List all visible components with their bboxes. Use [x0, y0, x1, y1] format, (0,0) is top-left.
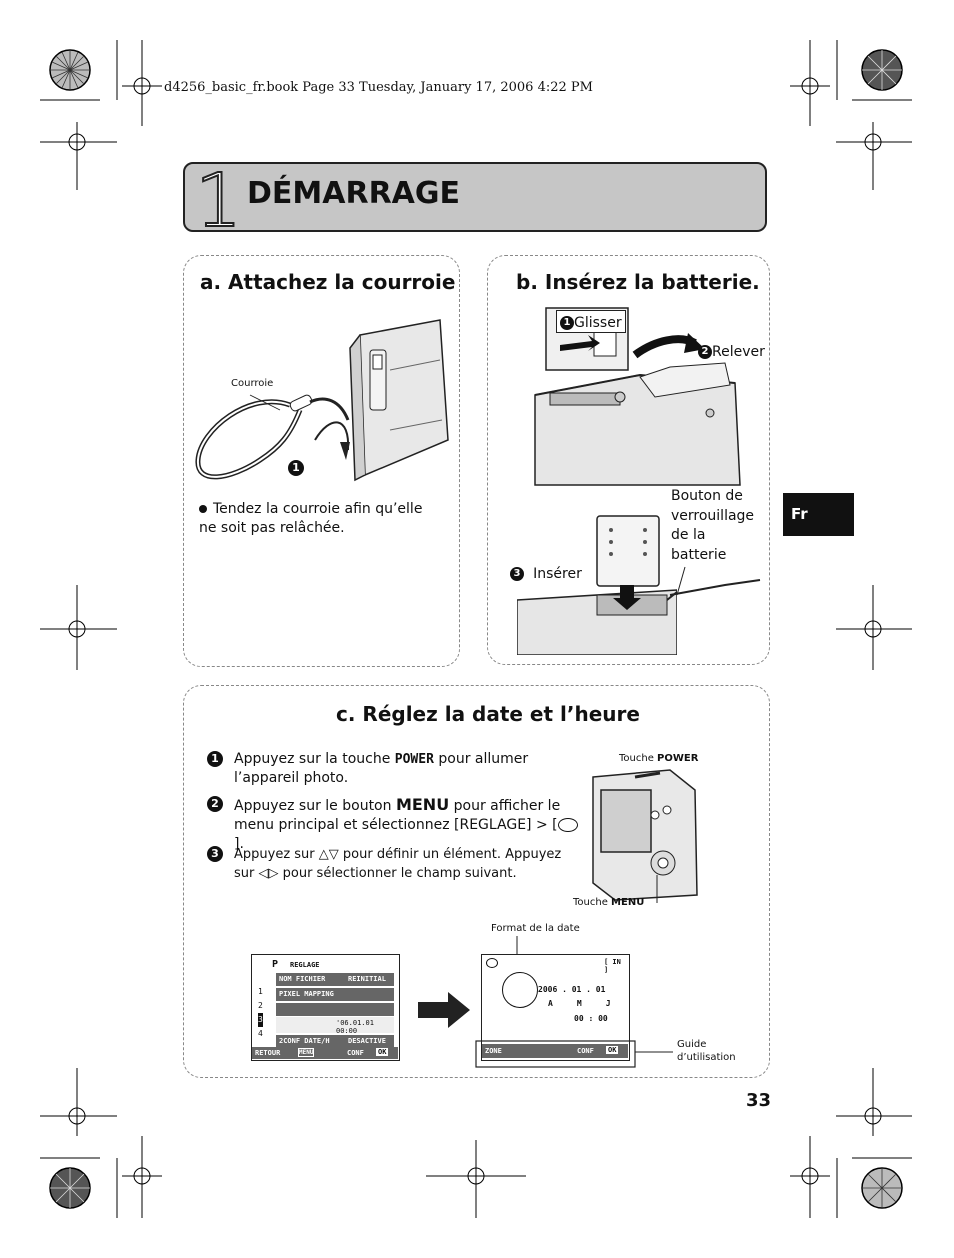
page-number: 33 [746, 1090, 772, 1111]
up-down-arrows-icon: △▽ [318, 847, 339, 862]
file-header: d4256_basic_fr.book Page 33 Tuesday, Jan… [164, 80, 593, 95]
panel-strap [183, 255, 460, 667]
date-step-1: 1 Appuyez sur la touche POWER pour allum… [207, 750, 564, 788]
panel-date-time [183, 685, 770, 1078]
menu-row-selected: '06.01.01 00:00 [276, 1017, 394, 1035]
battery-insert-illustration [517, 515, 677, 655]
strap-step-badge: 1 [288, 457, 304, 476]
panel-battery [487, 255, 770, 665]
clock-icon [486, 958, 498, 968]
menu-row [276, 1003, 394, 1016]
language-tab-label: Fr [791, 505, 808, 523]
left-right-arrows-icon: ◁▷ [258, 866, 279, 881]
clock-icon [557, 818, 578, 832]
battery-lock-label: Bouton de verrouillage de la batterie [671, 488, 755, 563]
step-inserer: 3 Insérer [510, 563, 582, 582]
lcd-date-setting: [ IN ] 2006 . 01 . 01 A M J 00 : 00 ZONE… [481, 954, 630, 1061]
starburst-mark-top-right [861, 49, 903, 91]
date-format-label: Format de la date [491, 923, 580, 934]
menu-row: PIXEL MAPPING [276, 988, 394, 1001]
camera-back-illustration [592, 769, 698, 903]
section-a-title: a. Attachez la courroie [200, 270, 456, 294]
chapter-number: 1 [194, 157, 243, 245]
language-tab: Fr [783, 493, 854, 536]
strap-bullet: Tendez la courroie afin qu’elle ne soit … [199, 501, 423, 536]
lcd-footer: ZONE CONF OK [482, 1044, 628, 1058]
chapter-title-bar: 1 DÉMARRAGE [183, 157, 767, 245]
starburst-mark-bottom-right [861, 1167, 903, 1209]
chapter-title: DÉMARRAGE [247, 176, 461, 211]
section-b-title: b. Insérez la batterie. [516, 270, 760, 294]
date-step-2: 2 Appuyez sur le bouton MENU pour affich… [207, 795, 579, 854]
strap-camera-illustration [195, 319, 449, 482]
bullet-dot-icon [199, 505, 207, 513]
dpad-icon [502, 972, 538, 1008]
lcd-footer: RETOUR MENU CONF OK [252, 1047, 398, 1059]
arrow-right-icon [418, 992, 470, 1028]
guide-label: Guide d’utilisation [677, 1039, 736, 1063]
starburst-mark-bottom-left [49, 1167, 91, 1209]
lock-pointer-line [669, 566, 761, 596]
strap-label: Courroie [231, 378, 274, 389]
touche-menu-label: Touche MENU [573, 897, 645, 908]
crosshair-marks [40, 40, 912, 1218]
touche-power-label: Touche POWER [619, 753, 699, 764]
power-key-label: POWER [394, 752, 434, 767]
menu-key-label: MENU [395, 795, 450, 814]
guide-highlight-box [475, 1040, 673, 1068]
date-step-3: 3 Appuyez sur △▽ pour définir un élément… [207, 845, 574, 883]
starburst-mark-top-left [49, 49, 91, 91]
section-c-title: c. Réglez la date et l’heure [336, 702, 640, 726]
